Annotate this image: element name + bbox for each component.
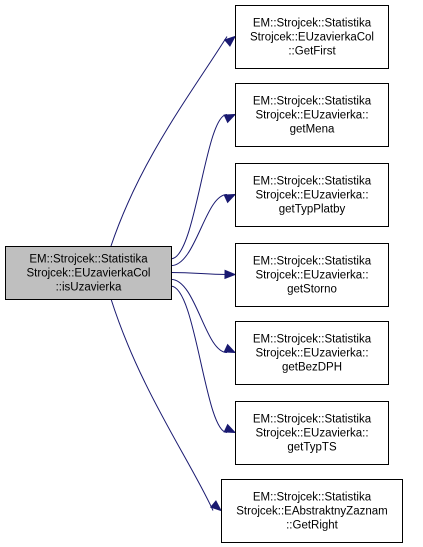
edge-to-getstorno <box>170 272 228 275</box>
node-target-getmena-label-line: getMena <box>290 124 335 136</box>
node-target-getstorno-label-line: getStorno <box>287 284 337 296</box>
arrowhead-icon <box>223 193 237 204</box>
node-target-getfirst-box <box>235 5 389 69</box>
node-target-getbezdph-label-line: getBezDPH <box>282 362 342 374</box>
node-target-gettypts-label-line: Strojcek::EUzavierka:: <box>255 428 368 440</box>
node-target-getfirst-label-line: ::GetFirst <box>288 46 336 58</box>
arrowhead-icon <box>209 500 223 512</box>
node-target-getbezdph-label-line: EM::Strojcek::Statistika <box>253 334 372 346</box>
node-target-getstorno-box <box>235 243 389 307</box>
node-target-getright-label-line: ::GetRight <box>286 520 339 532</box>
edge-to-gettypts <box>170 285 228 433</box>
node-target-getmena-label-line: EM::Strojcek::Statistika <box>253 96 372 108</box>
arrowhead-icon <box>223 423 237 434</box>
node-source-isuzavierka-label-line: ::isUzavierka <box>56 282 122 294</box>
node-source-isuzavierka-label-line: Strojcek::EUzavierkaCol <box>27 268 151 280</box>
node-target-getright-label-line: Strojcek::EAbstraktnyZaznam <box>236 506 387 518</box>
edge-to-getfirst <box>110 36 228 247</box>
node-target-getbezdph-box <box>235 321 389 385</box>
node-target-gettypts-label-line: getTypTS <box>287 442 337 454</box>
node-target-getfirst-label-line: Strojcek::EUzavierkaCol <box>250 32 374 44</box>
node-target-getright-box <box>221 479 403 543</box>
node-target-getmena[interactable]: EM::Strojcek::StatistikaStrojcek::EUzavi… <box>235 83 389 147</box>
node-target-getmena-box <box>235 83 389 147</box>
node-target-getbezdph-label-line: Strojcek::EUzavierka:: <box>255 348 368 360</box>
arrowhead-icon <box>224 269 237 280</box>
node-target-getfirst[interactable]: EM::Strojcek::StatistikaStrojcek::EUzavi… <box>235 5 389 69</box>
arrowhead-icon <box>223 343 237 354</box>
node-target-gettypplatby-label-line: EM::Strojcek::Statistika <box>253 176 372 188</box>
node-target-gettypts-box <box>235 401 389 465</box>
node-target-gettypts[interactable]: EM::Strojcek::StatistikaStrojcek::EUzavi… <box>235 401 389 465</box>
node-target-getmena-label-line: Strojcek::EUzavierka:: <box>255 110 368 122</box>
node-target-gettypplatby-box <box>235 163 389 227</box>
node-target-gettypts-label-line: EM::Strojcek::Statistika <box>253 414 372 426</box>
edge-to-getright <box>110 298 214 511</box>
node-target-getright[interactable]: EM::Strojcek::StatistikaStrojcek::EAbstr… <box>221 479 403 543</box>
node-target-gettypplatby[interactable]: EM::Strojcek::StatistikaStrojcek::EUzavi… <box>235 163 389 227</box>
node-source-isuzavierka[interactable]: EM::Strojcek::StatistikaStrojcek::EUzavi… <box>5 246 172 300</box>
node-target-getstorno[interactable]: EM::Strojcek::StatistikaStrojcek::EUzavi… <box>235 243 389 307</box>
node-source-isuzavierka-label-line: EM::Strojcek::Statistika <box>29 254 148 266</box>
node-target-getfirst-label-line: EM::Strojcek::Statistika <box>253 18 372 30</box>
node-target-getstorno-label-line: EM::Strojcek::Statistika <box>253 256 372 268</box>
arrowhead-icon <box>223 35 237 47</box>
node-target-getbezdph[interactable]: EM::Strojcek::StatistikaStrojcek::EUzavi… <box>235 321 389 385</box>
edge-to-gettypplatby <box>170 194 228 267</box>
node-target-getstorno-label-line: Strojcek::EUzavierka:: <box>255 270 368 282</box>
arrowhead-icon <box>223 113 237 124</box>
node-target-gettypplatby-label-line: Strojcek::EUzavierka:: <box>255 190 368 202</box>
edge-to-getmena <box>170 114 228 260</box>
node-target-gettypplatby-label-line: getTypPlatby <box>279 204 346 216</box>
edge-to-getbezdph <box>170 278 228 353</box>
node-target-getright-label-line: EM::Strojcek::Statistika <box>253 492 372 504</box>
node-source-isuzavierka-box <box>5 246 172 300</box>
